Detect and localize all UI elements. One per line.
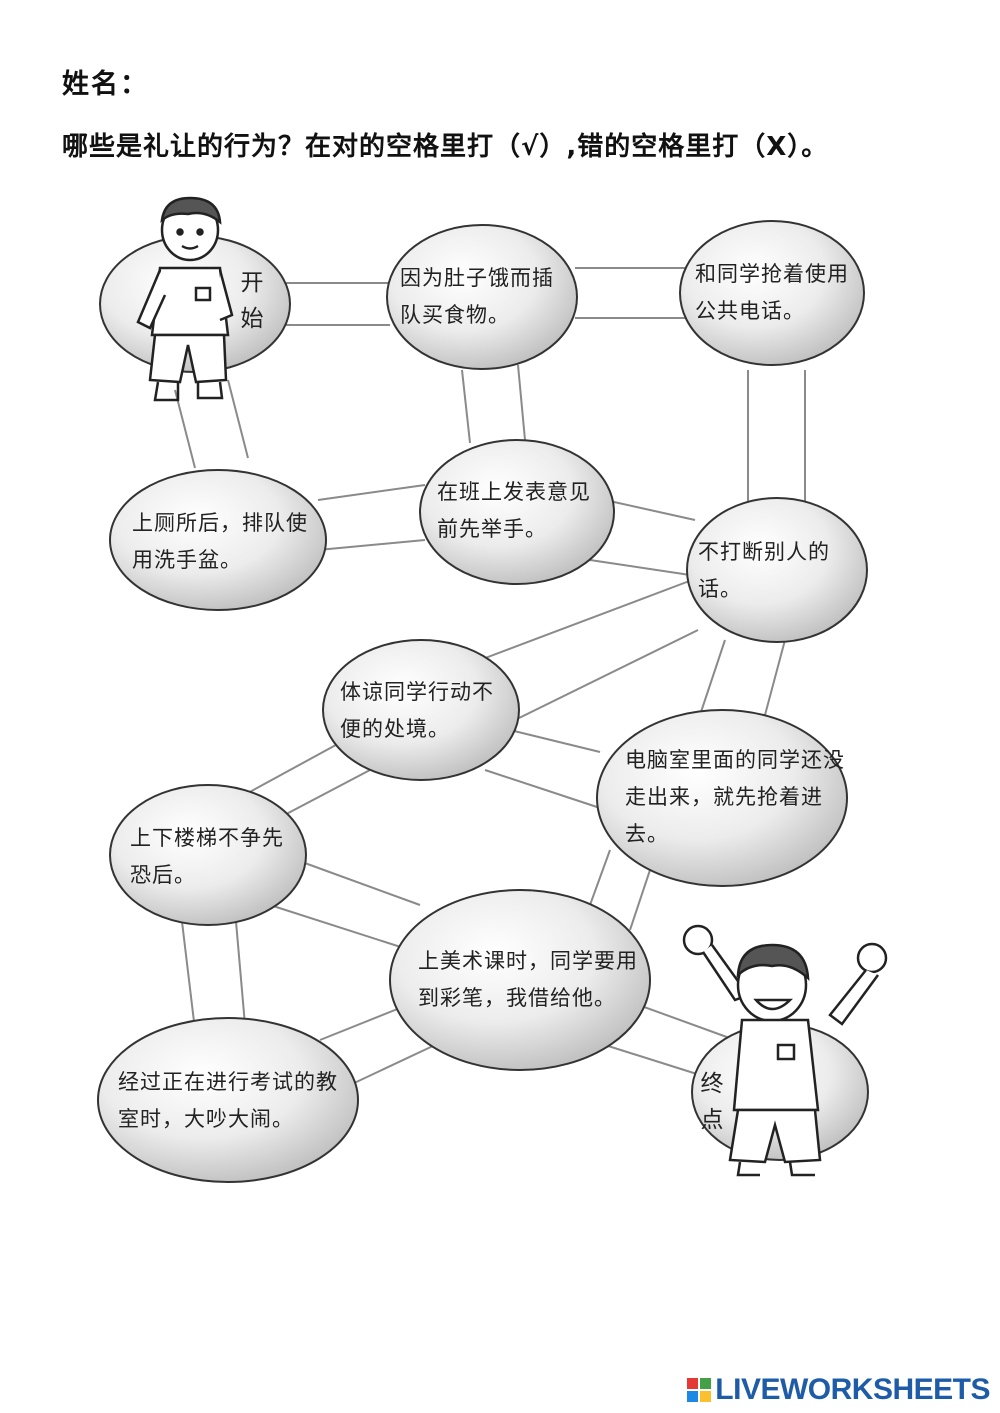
liveworksheets-logo: LIVEWORKSHEETS xyxy=(687,1373,990,1407)
no-interrupt-bubble xyxy=(686,497,868,643)
art-class-text: 上美术课时，同学要用到彩笔，我借给他。 xyxy=(418,949,638,1010)
logo-blocks-icon xyxy=(687,1378,712,1402)
name-label: 姓名： xyxy=(62,69,149,100)
stairs-bubble xyxy=(109,784,307,926)
stairs-text: 上下楼梯不争先恐后。 xyxy=(130,826,284,887)
exam-room-bubble xyxy=(97,1017,359,1183)
start-label: 开始 xyxy=(240,270,264,332)
computer-room-text: 电脑室里面的同学还没走出来，就先抢着进去。 xyxy=(625,747,845,846)
phone-text: 和同学抢着使用公共电话。 xyxy=(695,262,849,323)
queue-food-text: 因为肚子饿而插队买食物。 xyxy=(400,266,554,327)
computer-room-bubble xyxy=(596,709,848,887)
no-interrupt-text: 不打断别人的话。 xyxy=(698,540,830,601)
phone-bubble xyxy=(679,220,865,366)
boy-start-illustration xyxy=(136,196,234,402)
end-label: 终点 xyxy=(700,1071,724,1133)
boy-end-illustration xyxy=(682,924,888,1177)
washbasin-bubble xyxy=(109,469,327,611)
logo-text: LIVEWORKSHEETS xyxy=(715,1373,990,1406)
queue-food-bubble xyxy=(386,224,578,370)
raise-hand-text: 在班上发表意见前先举手。 xyxy=(437,480,591,541)
considerate-bubble xyxy=(322,639,520,781)
exam-room-text: 经过正在进行考试的教室时，大吵大闹。 xyxy=(118,1070,338,1131)
maze-paths xyxy=(174,267,806,1086)
art-class-bubble xyxy=(389,889,651,1071)
considerate-text: 体谅同学行动不便的处境。 xyxy=(340,680,494,741)
washbasin-text: 上厕所后，排队使用洗手盆。 xyxy=(132,511,308,572)
raise-hand-bubble xyxy=(419,439,615,585)
instruction-text: 哪些是礼让的行为？在对的空格里打（√）,错的空格里打（X）。 xyxy=(62,132,829,162)
